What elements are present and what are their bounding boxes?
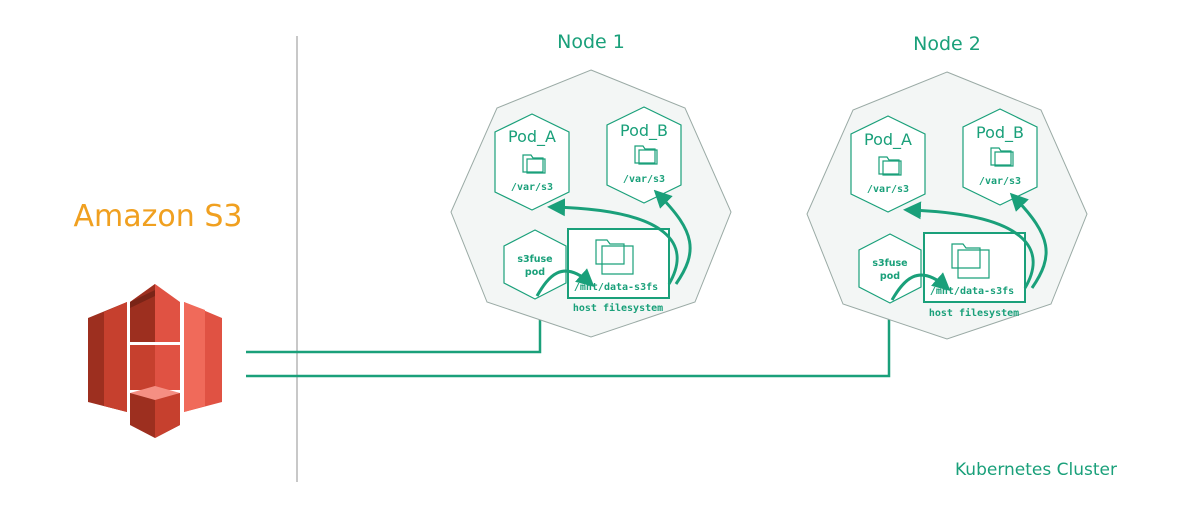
folder-icon <box>595 239 634 275</box>
cluster-label: Kubernetes Cluster <box>955 460 1117 480</box>
folder-icon <box>951 243 990 279</box>
host-mount-path: /mnt/data-s3fs <box>930 286 1014 297</box>
folder-icon <box>878 156 902 176</box>
mount-arrow-pod-b <box>653 189 692 285</box>
node-title: Node 1 <box>557 31 625 53</box>
fuse-mount-arrow <box>535 268 595 297</box>
pod-mount-path: /var/s3 <box>623 174 665 185</box>
node-2: Node 2 Pod_A /var/s3 Pod_B /var/s3 s3fus… <box>806 33 1088 340</box>
pod-mount-path: /var/s3 <box>867 184 909 195</box>
fuse-pod-label: pod <box>880 271 900 282</box>
pod-b: Pod_B /var/s3 <box>962 108 1038 206</box>
pod-name: Pod_B <box>620 121 668 141</box>
host-filesystem-label: host filesystem <box>573 302 663 314</box>
s3-link-node-2 <box>246 308 891 378</box>
pod-mount-path: /var/s3 <box>511 182 553 193</box>
pod-mount-path: /var/s3 <box>979 176 1021 187</box>
amazon-s3-bucket-icon <box>88 284 222 438</box>
s3fuse-pod: s3fuse pod <box>503 229 567 300</box>
pod-a: Pod_A /var/s3 <box>850 115 926 213</box>
mount-arrow-pod-b <box>1009 192 1048 289</box>
fuse-mount-arrow <box>890 272 951 301</box>
mount-arrow-pod-a <box>903 201 1035 289</box>
pod-name: Pod_A <box>508 127 556 147</box>
mount-arrow-pod-a <box>547 198 679 285</box>
pod-name: Pod_A <box>864 130 912 150</box>
host-filesystem-label: host filesystem <box>929 307 1019 319</box>
folder-icon <box>634 145 658 165</box>
folder-icon <box>522 154 546 174</box>
node-1: Node 1 Pod_A /var/s3 Pod_B /var/s3 s3fus… <box>450 31 732 338</box>
fuse-pod-label: s3fuse <box>872 258 907 269</box>
pod-b: Pod_B /var/s3 <box>606 106 682 204</box>
folder-icon <box>990 147 1014 167</box>
fuse-pod-label: s3fuse <box>517 254 552 265</box>
pod-name: Pod_B <box>976 123 1024 143</box>
s3fuse-pod: s3fuse pod <box>858 233 922 304</box>
host-mount-path: /mnt/data-s3fs <box>574 282 658 293</box>
pod-a: Pod_A /var/s3 <box>494 113 570 211</box>
fuse-pod-label: pod <box>525 267 545 278</box>
s3-link-node-1 <box>246 300 542 354</box>
node-title: Node 2 <box>913 33 981 55</box>
amazon-s3-label: Amazon S3 <box>74 199 243 234</box>
